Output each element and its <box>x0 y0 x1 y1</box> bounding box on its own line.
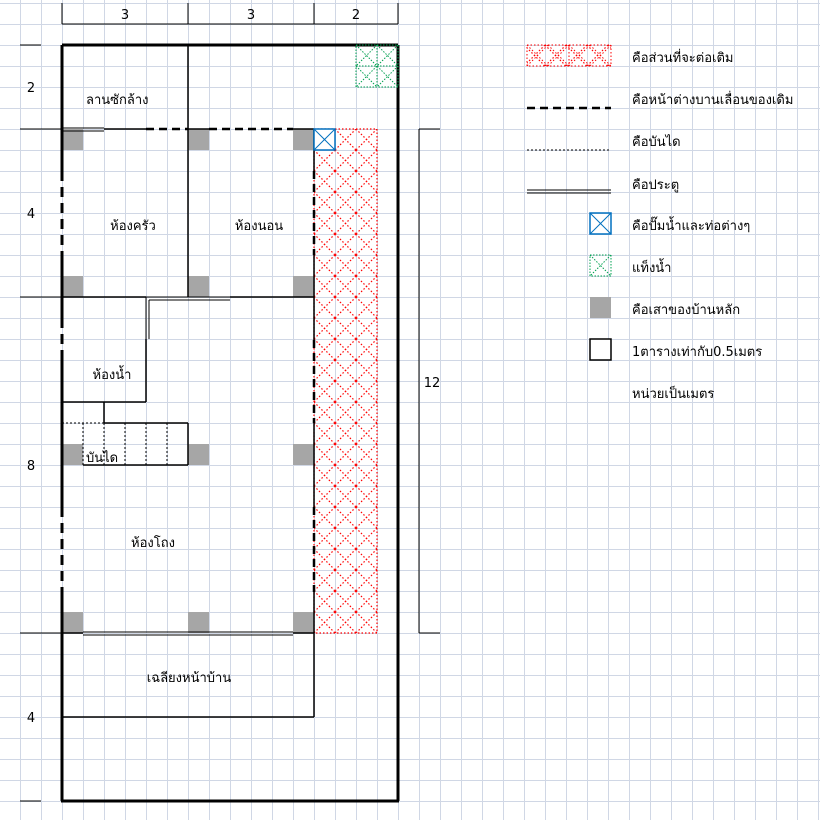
water-tank-icon <box>355 44 399 88</box>
room-label-hall: ห้องโถง <box>131 535 175 551</box>
pillar <box>188 129 209 150</box>
dim-left-1: 2 <box>27 81 35 96</box>
doors <box>62 127 293 636</box>
legend-label: แท็งน้ำ <box>632 258 671 276</box>
pillar <box>293 444 314 465</box>
interior-walls <box>62 45 316 718</box>
legend: คือส่วนที่จะต่อเติม คือหน้าต่างบานเลื่อน… <box>526 44 793 402</box>
legend-water-tank-icon <box>589 254 612 277</box>
legend-label: 1ตารางเท่ากับ0.5เมตร <box>632 345 762 360</box>
water-pump-icon <box>313 128 336 151</box>
right-dimension: 12 <box>418 128 441 634</box>
room-label-stairs: บันได <box>86 450 118 466</box>
dim-top-1: 3 <box>121 8 129 23</box>
top-dimensions: 3 3 2 <box>61 3 399 25</box>
dim-left-2: 4 <box>27 207 35 222</box>
pillar <box>188 612 209 633</box>
pillar <box>188 444 209 465</box>
dim-left-3: 8 <box>27 459 35 474</box>
pillar <box>62 129 83 150</box>
legend-label: คือประตู <box>632 177 679 193</box>
pillar <box>62 612 83 633</box>
legend-pillar-icon <box>590 297 611 318</box>
room-label-bathroom: ห้องน้ำ <box>93 365 132 383</box>
pillar <box>293 612 314 633</box>
legend-water-pump-icon <box>589 212 612 235</box>
room-label-porch: เฉลียงหน้าบ้าน <box>147 670 232 686</box>
pillar <box>188 276 209 297</box>
dim-right: 12 <box>424 376 441 391</box>
pillars <box>62 129 314 633</box>
legend-label: คือหน้าต่างบานเลื่อนของเดิม <box>632 91 793 108</box>
room-label-bedroom: ห้องนอน <box>235 219 283 234</box>
left-dimensions: 2 4 8 4 <box>20 44 62 802</box>
pillar <box>62 276 83 297</box>
legend-units-note: หน่วยเป็นเมตร <box>632 384 714 402</box>
legend-label: คือส่วนที่จะต่อเติม <box>632 49 734 66</box>
pillar <box>293 129 314 150</box>
extension-area <box>313 128 378 634</box>
stairs <box>62 422 168 465</box>
legend-grid-square-icon <box>589 338 612 361</box>
outer-walls <box>60 43 400 803</box>
legend-double-line-icon <box>527 189 611 194</box>
dim-top-2: 3 <box>247 8 255 23</box>
room-label-kitchen: ห้องครัว <box>110 219 156 234</box>
legend-label: คือปั๊มน้ำและท่อต่างๆ <box>632 216 750 234</box>
dim-top-3: 2 <box>352 8 360 23</box>
room-label-laundry: ลานซักล้าง <box>86 93 148 108</box>
dim-left-4: 4 <box>27 711 35 726</box>
pillar <box>293 276 314 297</box>
legend-label: คือเสาของบ้านหลัก <box>632 302 740 318</box>
legend-label: คือบันได <box>632 134 681 150</box>
pillar <box>62 444 83 465</box>
